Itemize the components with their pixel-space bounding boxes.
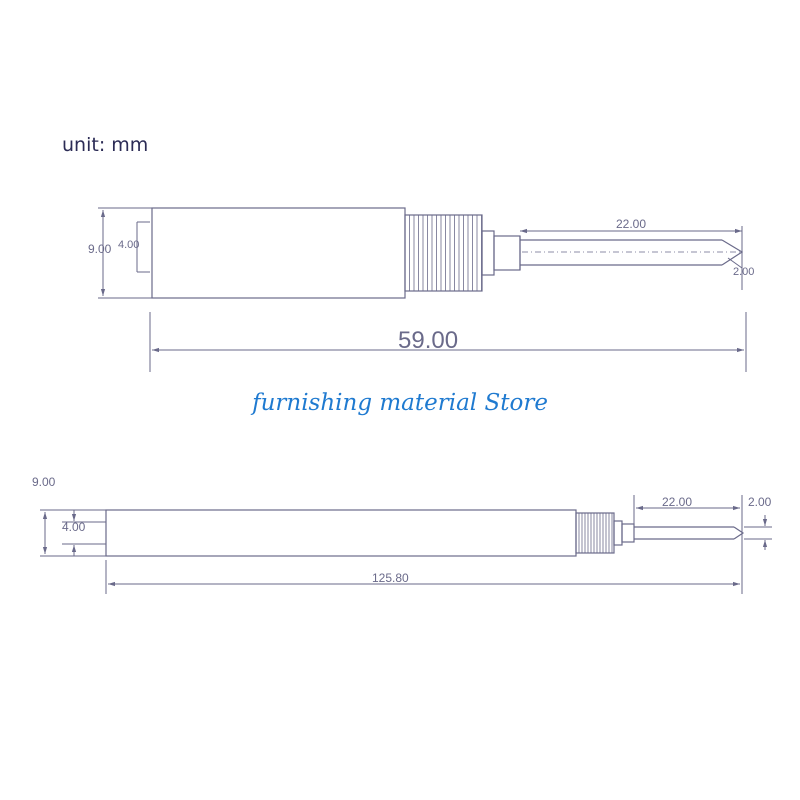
top-height-dimension: 9.00	[88, 207, 152, 299]
bottom-inner-dimension: 4.00	[62, 510, 106, 556]
store-watermark: furnishing material Store	[252, 390, 548, 416]
top-knurled-collar	[404, 214, 521, 292]
bottom-total-length-dimension: 125.80	[105, 560, 743, 594]
unit-label: unit: mm	[62, 134, 149, 156]
top-total-length-dimension: 59.00	[149, 312, 747, 372]
bottom-inner-label: 4.00	[62, 520, 86, 534]
top-shaft	[519, 236, 744, 270]
top-total-length-label: 59.00	[398, 327, 458, 354]
top-inner-label: 4.00	[118, 239, 139, 251]
bottom-handle-body	[105, 509, 577, 557]
bottom-total-length-label: 125.80	[372, 571, 409, 585]
top-handle-body	[151, 207, 406, 299]
bottom-shaft	[634, 526, 745, 540]
top-tip-width-label: 2.00	[733, 266, 754, 278]
bottom-view: 9.00 4.00 22.00 2.00	[32, 475, 772, 594]
bottom-tip-width-dimension: 2.00	[744, 495, 772, 550]
top-tip-length-label: 22.00	[616, 217, 646, 231]
bottom-tip-length-dimension: 22.00	[633, 495, 743, 560]
top-inner-dimension: 4.00	[118, 221, 150, 273]
bottom-height-dimension: 9.00	[32, 475, 106, 557]
bottom-tip-length-label: 22.00	[662, 495, 692, 509]
bottom-knurled-collar	[575, 512, 635, 554]
top-tip-length-dimension: 22.00	[520, 217, 743, 290]
top-tip-width-dimension: 2.00	[727, 257, 754, 278]
top-height-label: 9.00	[88, 242, 112, 256]
top-view: 9.00 4.00 22.00 2.00 59.00	[88, 207, 754, 372]
bottom-height-label: 9.00	[32, 475, 56, 489]
bottom-tip-width-label: 2.00	[748, 495, 772, 509]
